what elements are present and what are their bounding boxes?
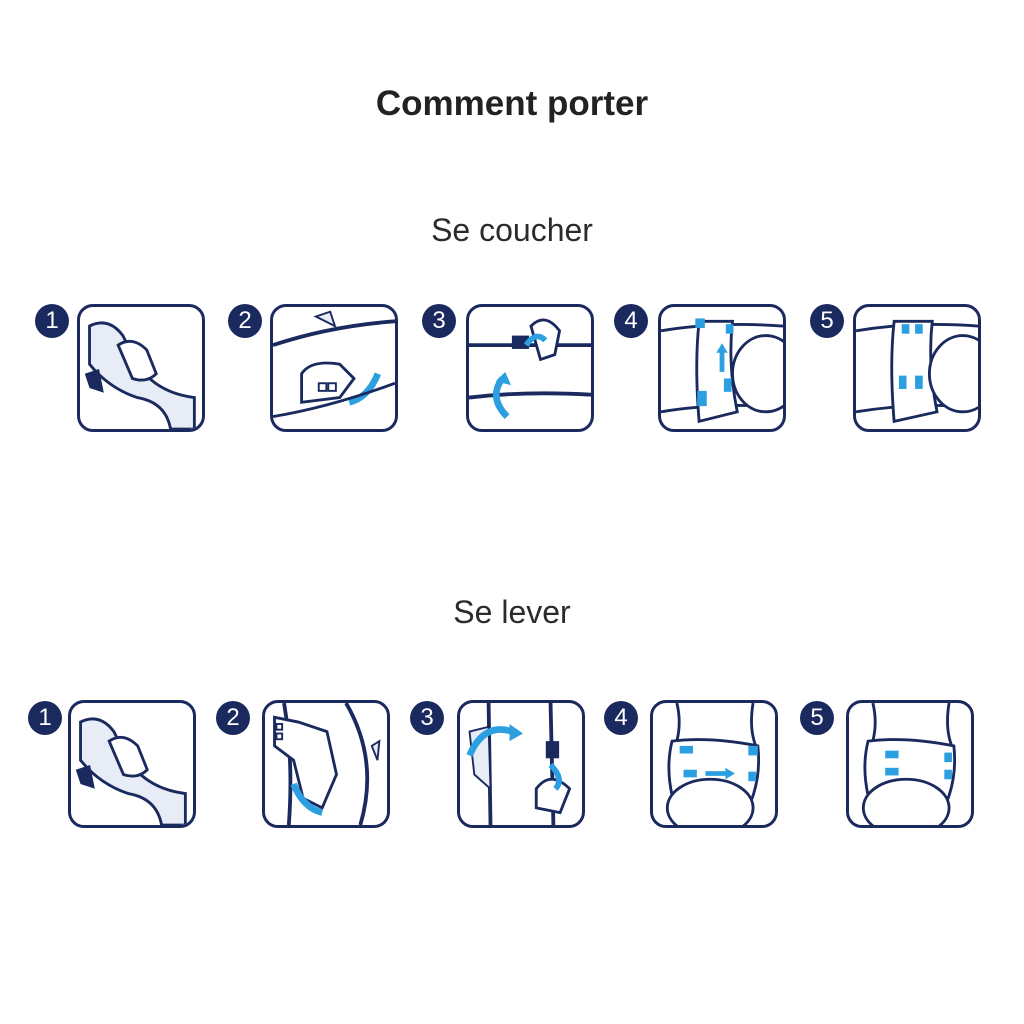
fasten-tabs-icon xyxy=(650,700,778,828)
step-number-badge: 4 xyxy=(614,304,648,338)
section-title-lying: Se coucher xyxy=(431,212,593,248)
hand-holding-diaper-icon xyxy=(68,700,196,828)
diaper-fastened-icon xyxy=(853,304,981,432)
section-title-standing: Se lever xyxy=(453,594,571,630)
fold-diaper-under-icon xyxy=(270,304,398,432)
page-title: Comment porter xyxy=(375,84,649,123)
position-diaper-icon xyxy=(262,700,390,828)
fasten-tabs-icon xyxy=(658,304,786,432)
step-number-badge: 1 xyxy=(28,701,62,735)
step-number-badge: 1 xyxy=(35,304,69,338)
step-number-badge: 5 xyxy=(810,304,844,338)
step-number-badge: 3 xyxy=(422,304,456,338)
step-number-badge: 3 xyxy=(410,701,444,735)
step-number-badge: 2 xyxy=(216,701,250,735)
step-number-badge: 2 xyxy=(228,304,262,338)
diaper-fastened-icon xyxy=(846,700,974,828)
pull-diaper-up-icon xyxy=(466,304,594,432)
step-number-badge: 4 xyxy=(604,701,638,735)
pull-diaper-through-legs-icon xyxy=(457,700,585,828)
hand-holding-diaper-icon xyxy=(77,304,205,432)
step-number-badge: 5 xyxy=(800,701,834,735)
